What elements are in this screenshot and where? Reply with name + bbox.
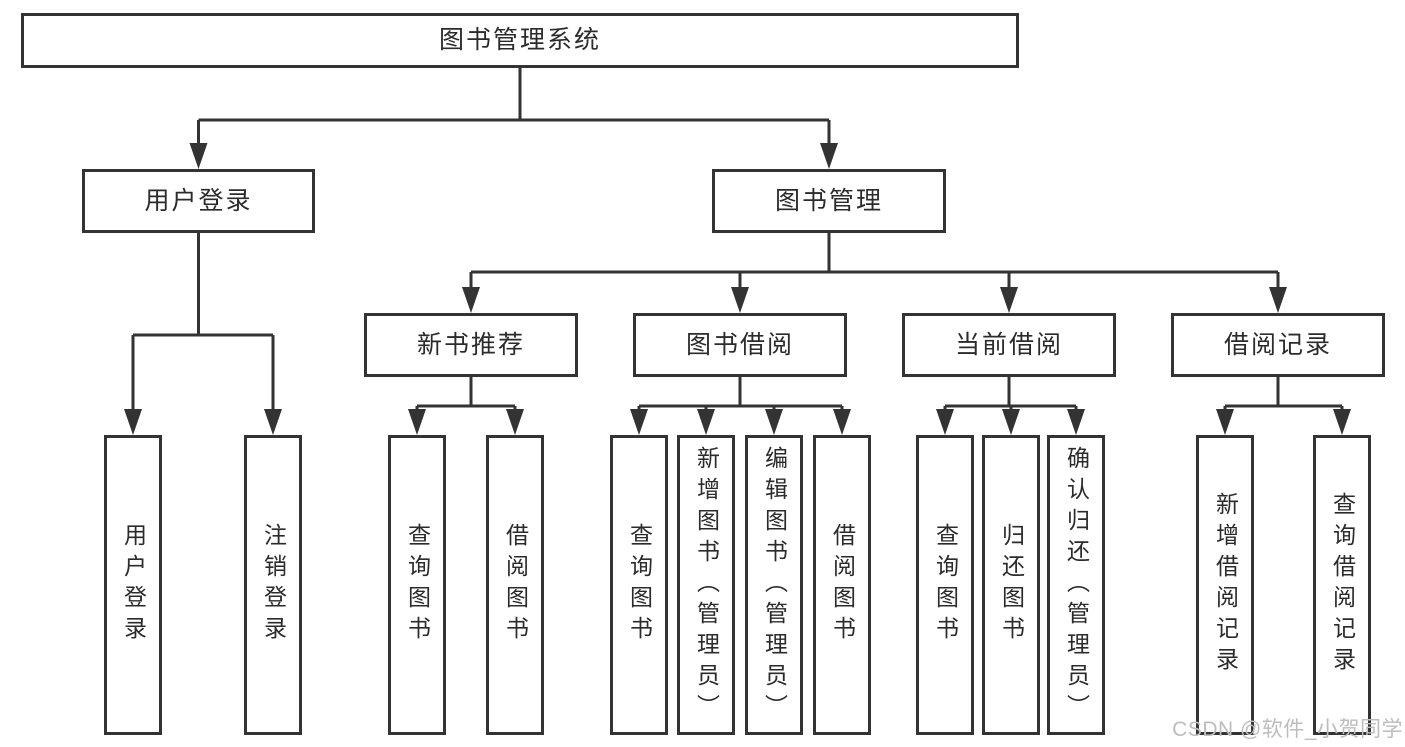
node-new-book-recommend: 新书推荐 xyxy=(364,313,578,377)
arrowhead xyxy=(1002,409,1020,435)
leaf-user-login: 用户登录 xyxy=(104,435,162,735)
leaf-query-borrow-record: 查询借阅记录 xyxy=(1313,435,1371,735)
leaf-add-borrow-record-label: 新增借阅记录 xyxy=(1212,492,1239,678)
leaf-borrow-query-books: 查询图书 xyxy=(610,435,668,735)
leaf-add-books-admin-label: 新增图书（管理员） xyxy=(693,445,720,725)
arrowhead xyxy=(820,143,838,169)
arrowhead xyxy=(833,409,851,435)
leaf-confirm-return-admin: 确认归还（管理员） xyxy=(1047,435,1105,735)
leaf-add-borrow-record: 新增借阅记录 xyxy=(1196,435,1254,735)
node-borrow-records: 借阅记录 xyxy=(1171,313,1385,377)
node-library-system-label: 图书管理系统 xyxy=(438,26,601,54)
node-book-borrow-label: 图书借阅 xyxy=(685,330,794,359)
leaf-current-query-books-label: 查询图书 xyxy=(932,523,959,647)
node-book-management: 图书管理 xyxy=(712,169,946,233)
node-book-management-label: 图书管理 xyxy=(774,186,883,215)
arrowhead xyxy=(1269,287,1287,313)
arrowhead xyxy=(506,409,524,435)
connector-book-management-to-level3 xyxy=(462,233,1287,313)
leaf-current-query-books: 查询图书 xyxy=(916,435,974,735)
node-library-system: 图书管理系统 xyxy=(21,13,1019,68)
leaf-logout: 注销登录 xyxy=(244,435,302,735)
leaf-borrow-books-label: 借阅图书 xyxy=(829,523,856,647)
csdn-watermark: CSDN @软件_小贺同学 xyxy=(1172,718,1403,741)
arrowhead xyxy=(462,287,480,313)
node-user-login-label: 用户登录 xyxy=(144,186,253,215)
leaf-query-borrow-record-label: 查询借阅记录 xyxy=(1329,492,1356,678)
leaf-logout-label: 注销登录 xyxy=(260,523,287,647)
arrowhead xyxy=(936,409,954,435)
connector-level3-to-leaves xyxy=(408,377,1351,435)
leaf-edit-books-admin: 编辑图书（管理员） xyxy=(745,435,803,735)
arrowhead xyxy=(1000,287,1018,313)
leaf-user-login-label: 用户登录 xyxy=(120,523,147,647)
node-new-book-recommend-label: 新书推荐 xyxy=(416,330,525,359)
node-current-borrow: 当前借阅 xyxy=(902,313,1116,377)
arrowhead xyxy=(189,143,208,169)
leaf-edit-books-admin-label: 编辑图书（管理员） xyxy=(761,445,788,725)
leaf-borrow-books: 借阅图书 xyxy=(813,435,871,735)
connector-user-login-to-leaves xyxy=(124,233,282,435)
node-book-borrow: 图书借阅 xyxy=(633,313,847,377)
arrowhead xyxy=(697,409,715,435)
arrowhead xyxy=(124,409,142,435)
leaf-add-books-admin: 新增图书（管理员） xyxy=(677,435,735,735)
node-borrow-records-label: 借阅记录 xyxy=(1223,330,1332,359)
arrowhead xyxy=(1333,409,1351,435)
arrowhead xyxy=(1216,409,1234,435)
leaf-confirm-return-admin-label: 确认归还（管理员） xyxy=(1063,445,1090,725)
leaf-borrow-query-books-label: 查询图书 xyxy=(626,523,653,647)
connector-root-to-level2 xyxy=(189,68,838,169)
arrowhead xyxy=(765,409,783,435)
leaf-recommend-borrow-books: 借阅图书 xyxy=(486,435,544,735)
node-current-borrow-label: 当前借阅 xyxy=(954,330,1063,359)
leaf-return-books-label: 归还图书 xyxy=(998,523,1025,647)
arrowhead xyxy=(731,287,749,313)
node-user-login: 用户登录 xyxy=(82,169,315,233)
leaf-recommend-query-books-label: 查询图书 xyxy=(404,523,431,647)
arrowhead xyxy=(264,409,282,435)
arrowhead xyxy=(1067,409,1085,435)
arrowhead xyxy=(630,409,648,435)
arrowhead xyxy=(408,409,426,435)
leaf-return-books: 归还图书 xyxy=(982,435,1040,735)
leaf-recommend-query-books: 查询图书 xyxy=(388,435,446,735)
leaf-recommend-borrow-books-label: 借阅图书 xyxy=(502,523,529,647)
